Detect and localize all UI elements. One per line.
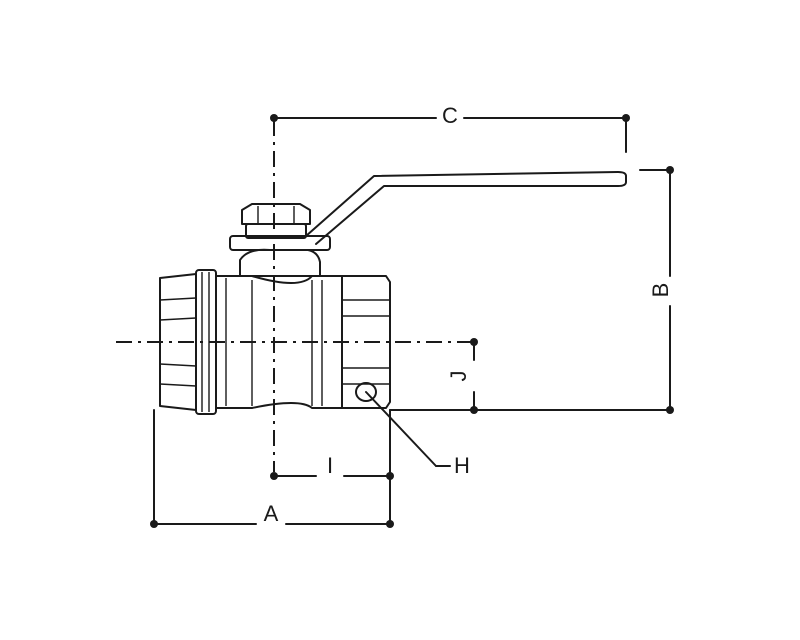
lever-handle <box>305 171 627 245</box>
stem-nut <box>241 203 311 225</box>
label-h: H <box>454 453 470 478</box>
label-j: J <box>446 371 471 382</box>
leader-h: H <box>365 391 470 478</box>
dimension-a: A <box>150 409 394 528</box>
dimension-c: C <box>270 103 630 153</box>
stem-assembly <box>229 203 331 277</box>
dimension-b: B <box>389 166 674 414</box>
label-i: I <box>327 453 333 478</box>
dimension-i: I <box>270 409 394 480</box>
valve-body <box>159 269 391 415</box>
dimension-j: J <box>446 338 478 414</box>
label-b: B <box>648 283 673 298</box>
stem-neck <box>239 248 321 277</box>
right-hex-end <box>341 275 391 409</box>
label-a: A <box>264 501 279 526</box>
label-c: C <box>442 103 458 128</box>
lever-mount-plate <box>229 235 331 251</box>
drain-hole <box>355 382 377 402</box>
